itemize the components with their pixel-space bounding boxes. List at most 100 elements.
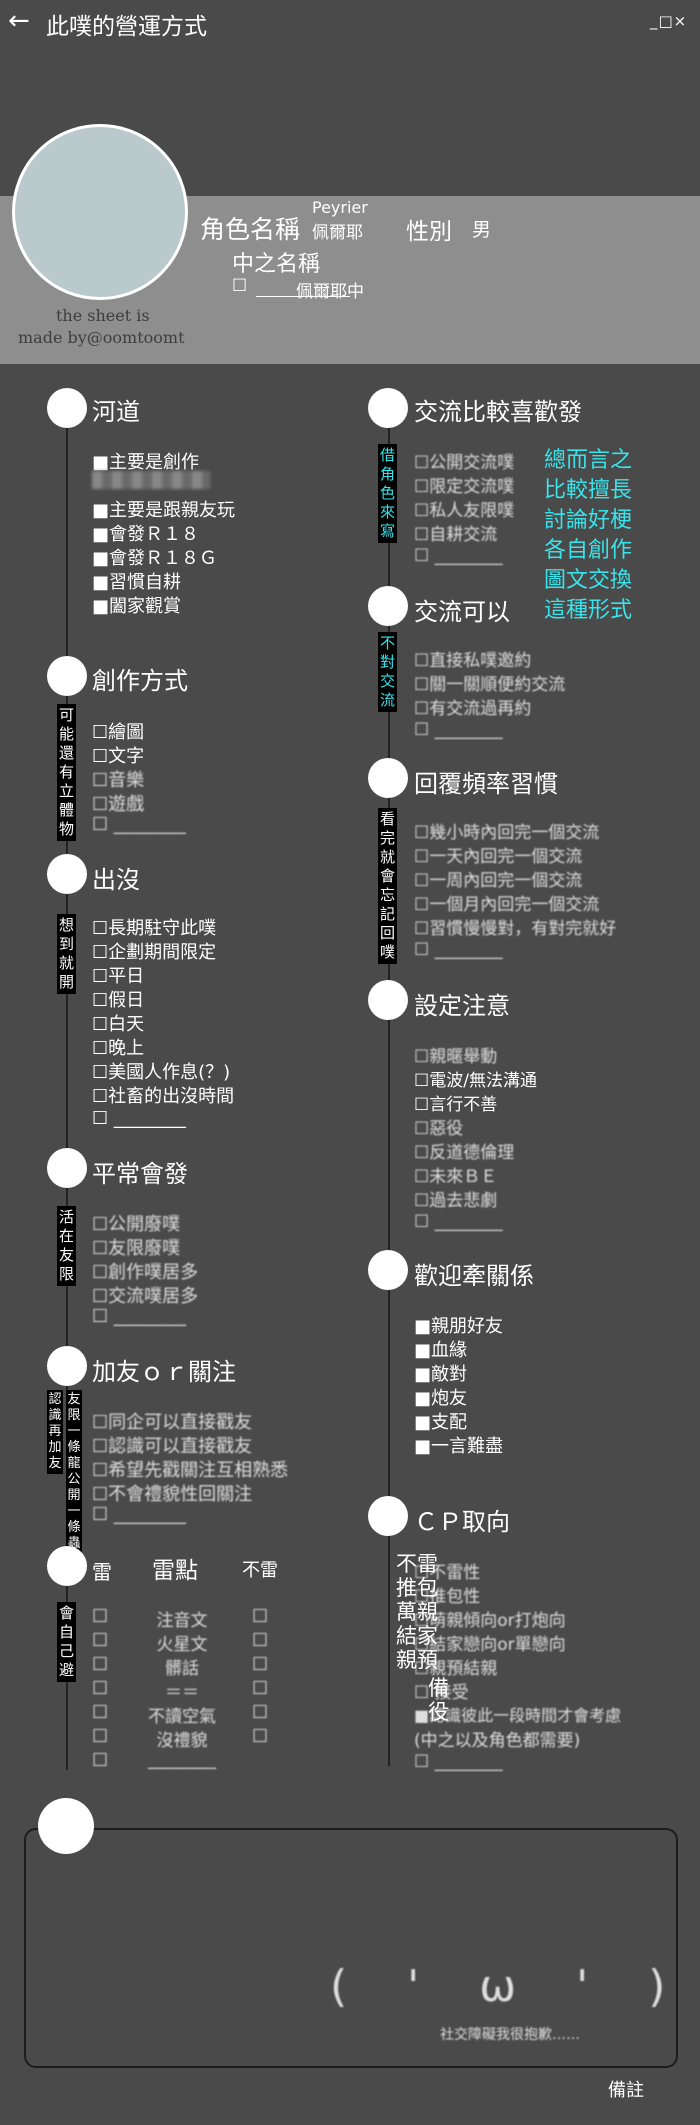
checkbox-icon[interactable]: ☐ (92, 1654, 109, 1675)
cp-item[interactable]: ■認識彼此一段時間才會考慮 (414, 1706, 622, 1725)
checkbox-icon[interactable]: ☐ (252, 1606, 269, 1627)
chuangzuo-item[interactable]: ☐繪圖 (92, 722, 145, 743)
cp-item[interactable]: ☐親預結親 (414, 1659, 498, 1679)
lei-row: 沒禮貌 (156, 1731, 208, 1751)
section-tag: 可能還有立體物 (57, 704, 76, 841)
chuangzuo-item[interactable]: ☐ ________ (92, 814, 186, 835)
huifu-item[interactable]: ☐一周內回完一個交流 (414, 871, 583, 891)
section-tag: 不對交流 (378, 632, 397, 712)
sheding-item[interactable]: ☐反道德倫理 (414, 1143, 515, 1163)
sheding-item[interactable]: ☐惡役 (414, 1119, 464, 1139)
checkbox-icon[interactable]: ☐ (92, 1702, 109, 1723)
pingchang-item[interactable]: ☐交流噗居多 (92, 1286, 199, 1307)
huifu-item[interactable]: ☐一個月內回完一個交流 (414, 895, 600, 915)
section-tag: 友限一條龍公開一條蟲 (66, 1390, 82, 1554)
huifu-item[interactable]: ☐ ________ (414, 940, 503, 960)
jiaoliu-ok-item[interactable]: ☐ ________ (414, 720, 503, 740)
hedao-item: ■主要是跟親友玩 (92, 500, 236, 521)
sheding-item[interactable]: ☐ ________ (414, 1212, 503, 1232)
checkbox-icon[interactable]: ☐ (92, 1750, 109, 1771)
chumo-item[interactable]: ☐社畜的出沒時間 (92, 1086, 235, 1107)
chumo-item[interactable]: ☐ ________ (92, 1108, 186, 1129)
huifu-item[interactable]: ☐幾小時內回完一個交流 (414, 823, 600, 843)
checkbox-icon[interactable]: ☐ (232, 276, 248, 296)
arrow-left-icon[interactable]: ← (8, 6, 30, 36)
checkbox-icon[interactable]: ☐ (92, 1678, 109, 1699)
huifu-item[interactable]: ☐習慣慢慢對，有對完就好 (414, 919, 617, 939)
chumo-item[interactable]: ☐晚上 (92, 1038, 145, 1059)
cp-item[interactable]: ☐推包性 (414, 1587, 481, 1607)
jiaoliu-note: 圖文交換 (544, 568, 633, 593)
jiayou-item[interactable]: ☐認識可以直接戳友 (92, 1436, 253, 1457)
sheding-item[interactable]: ☐未來ＢＥ (414, 1167, 498, 1187)
section-title-qianguanxi: 歡迎牽關係 (414, 1262, 534, 1290)
chumo-item[interactable]: ☐企劃期間限定 (92, 942, 217, 963)
section-tag: 會自己避 (57, 1602, 76, 1682)
sheding-item[interactable]: ☐電波/無法溝通 (414, 1071, 537, 1091)
qianguanxi-item: ■親朋好友 (414, 1316, 504, 1337)
chumo-item[interactable]: ☐美國人作息(？) (92, 1062, 231, 1083)
jiaoliu-item[interactable]: ☐公開交流噗 (414, 453, 515, 473)
pingchang-item[interactable]: ☐友限廢噗 (92, 1238, 181, 1259)
jiaoliu-item[interactable]: ☐自耕交流 (414, 525, 498, 545)
section-title-chumo: 出沒 (92, 866, 140, 894)
cp-overlay-text: 不雷 (396, 1552, 438, 1576)
cp-item[interactable]: ☐不雷性 (414, 1563, 481, 1583)
section-title-chuangzuo: 創作方式 (92, 667, 188, 695)
checkbox-icon[interactable]: ☐ (252, 1726, 269, 1747)
jiaoliu-note: 各自創作 (544, 538, 633, 563)
chumo-item[interactable]: ☐平日 (92, 966, 145, 987)
sheding-item[interactable]: ☐親暱舉動 (414, 1047, 498, 1067)
checkbox-icon[interactable]: ☐ (252, 1702, 269, 1723)
section-node (47, 1346, 87, 1386)
chumo-item[interactable]: ☐長期駐守此噗 (92, 918, 217, 939)
jiayou-item[interactable]: ☐希望先戳關注互相熟悉 (92, 1460, 289, 1481)
avatar[interactable] (12, 124, 188, 300)
checkbox-icon[interactable]: ☐ (92, 1606, 109, 1627)
chumo-item[interactable]: ☐白天 (92, 1014, 145, 1035)
memo-box[interactable] (24, 1828, 678, 2068)
checkbox-icon[interactable]: ☐ (252, 1678, 269, 1699)
name-zh: 佩爾耶 (312, 223, 363, 243)
cp-item[interactable]: ☐ 接受 (414, 1683, 469, 1703)
qianguanxi-item: ■血緣 (414, 1340, 468, 1361)
jiaoliu-ok-item[interactable]: ☐關一關順便約交流 (414, 675, 566, 695)
cp-overlay-text: 萬親 (396, 1600, 438, 1624)
checkbox-icon[interactable]: ☐ (252, 1654, 269, 1675)
pingchang-item[interactable]: ☐ ________ (92, 1306, 186, 1327)
cp-overlay-text: 備 (428, 1676, 449, 1700)
jiaoliu-ok-item[interactable]: ☐直接私噗邀約 (414, 651, 532, 671)
cp-item[interactable]: ☐萌親傾向or打炮向 (414, 1611, 566, 1631)
section-node (368, 586, 408, 626)
chuangzuo-item[interactable]: ☐文字 (92, 746, 145, 767)
checkbox-icon[interactable]: ☐ (252, 1630, 269, 1651)
jiayou-item[interactable]: ☐不會禮貌性回關注 (92, 1484, 253, 1505)
chuangzuo-item[interactable]: ☐音樂 (92, 770, 145, 791)
section-tag: 借角色來寫 (378, 444, 397, 543)
hedao-item: ■會發Ｒ１８ (92, 524, 200, 545)
hedao-item: ■主要是創作 (92, 452, 200, 473)
jiayou-item[interactable]: ☐同企可以直接戳友 (92, 1412, 253, 1433)
sheding-item[interactable]: ☐言行不善 (414, 1095, 498, 1115)
checkbox-icon[interactable]: ☐ (92, 1726, 109, 1747)
cp-item[interactable]: ☐ ________ (414, 1752, 503, 1772)
lei-row: 不讀空氣 (148, 1707, 216, 1727)
kaomoji: ( ' ω ' ) (330, 1961, 674, 2012)
jiaoliu-note: 討論好梗 (544, 508, 633, 533)
jiaoliu-item[interactable]: ☐限定交流噗 (414, 477, 515, 497)
sheding-item[interactable]: ☐過去悲劇 (414, 1191, 498, 1211)
pingchang-item[interactable]: ☐創作噗居多 (92, 1262, 199, 1283)
cp-item[interactable]: ☐結家戀向or單戀向 (414, 1635, 566, 1655)
chuangzuo-item[interactable]: ☐遊戲 (92, 794, 145, 815)
window-controls[interactable]: _□× (650, 12, 688, 30)
pingchang-item[interactable]: ☐公開廢噗 (92, 1214, 181, 1235)
jiayou-item[interactable]: ☐ ________ (92, 1504, 186, 1525)
jiaoliu-item[interactable]: ☐ ________ (414, 546, 503, 566)
credit-line-1: the sheet is (56, 306, 150, 325)
jiaoliu-item[interactable]: ☐私人友限噗 (414, 501, 515, 521)
chumo-item[interactable]: ☐假日 (92, 990, 145, 1011)
qianguanxi-item: ■一言難盡 (414, 1436, 504, 1457)
jiaoliu-ok-item[interactable]: ☐有交流過再約 (414, 699, 532, 719)
checkbox-icon[interactable]: ☐ (92, 1630, 109, 1651)
huifu-item[interactable]: ☐一天內回完一個交流 (414, 847, 583, 867)
